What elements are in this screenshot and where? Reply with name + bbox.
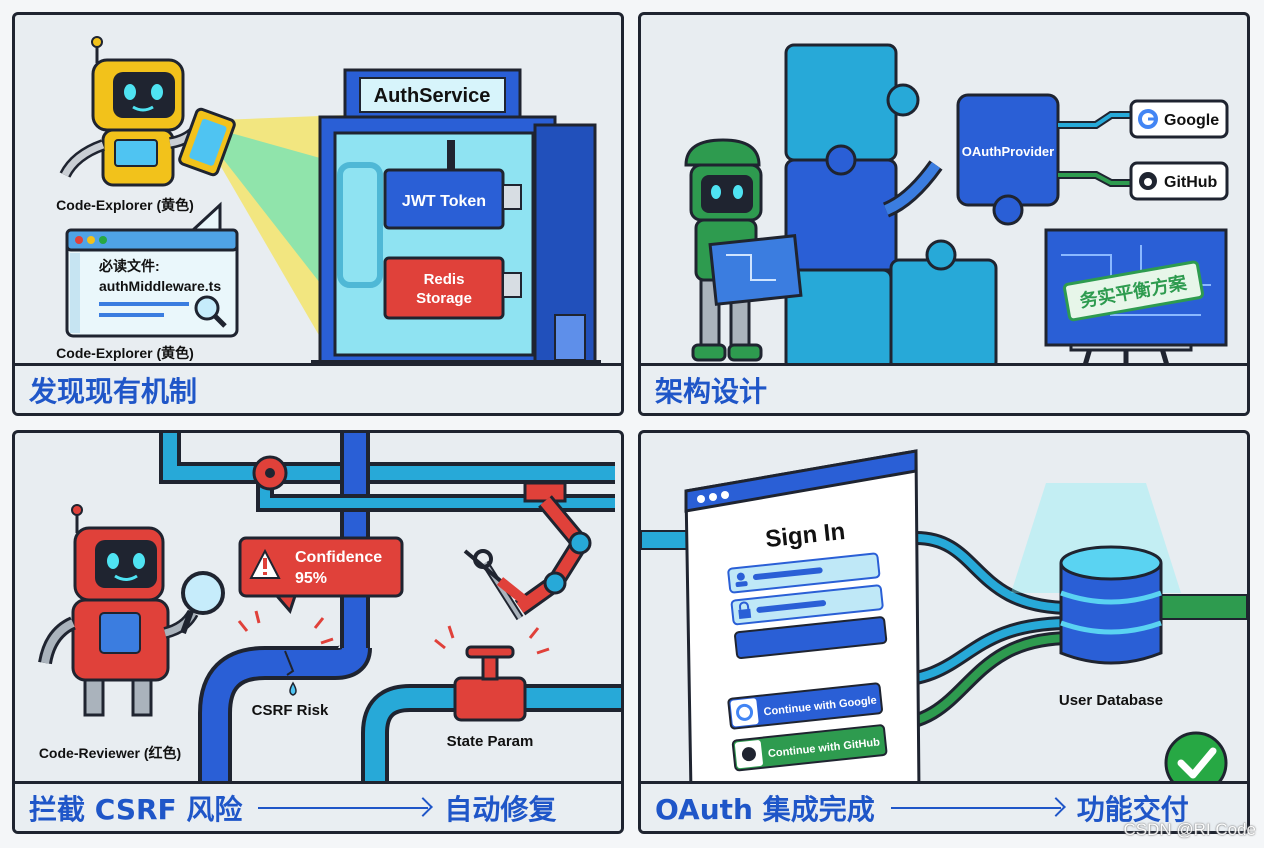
design-illustration: OAuthProvider Google GitHub xyxy=(684,43,1229,413)
service-title: AuthService xyxy=(374,85,491,107)
oauth-provider-label: OAuthProvider xyxy=(962,144,1054,159)
reviewer-label: Code-Reviewer (红色) xyxy=(39,745,181,761)
continue-github-button[interactable] xyxy=(731,724,888,772)
db-label: User Database xyxy=(1059,692,1163,709)
csrf-risk-label: CSRF Risk xyxy=(252,702,329,719)
explorer-label-bottom: Code-Explorer (黄色) xyxy=(56,345,194,361)
github-icon xyxy=(741,747,756,762)
caption-discover: 发现现有机制 xyxy=(29,374,198,408)
caption-bar-design: 架构设计 xyxy=(641,363,1247,413)
lock-icon xyxy=(738,601,752,620)
discover-illustration: AuthService JWT Token Redis Storage xyxy=(56,36,601,380)
warning-icon xyxy=(249,548,281,579)
magnifier-icon xyxy=(180,571,225,635)
github-label: GitHub xyxy=(1164,174,1218,191)
redis-storage-box xyxy=(383,256,505,320)
magnifier-icon xyxy=(194,295,227,328)
panel-deliver: Sign In Continue with Google Continue wi… xyxy=(638,430,1250,834)
user-icon xyxy=(735,572,748,587)
explorer-label-top: Code-Explorer (黄色) xyxy=(56,197,194,213)
google-icon xyxy=(736,703,754,721)
doc-window: 必读文件: authMiddleware.ts xyxy=(65,201,239,338)
robotic-arm xyxy=(514,481,592,616)
caption-intercept-left: 拦截 CSRF 风险 xyxy=(29,792,243,826)
robot-designer-icon xyxy=(684,138,803,362)
arrow-icon xyxy=(890,806,1061,809)
caption-intercept-right: 自动修复 xyxy=(444,792,557,826)
doc-line2: authMiddleware.ts xyxy=(99,278,221,294)
panel-design: OAuthProvider Google GitHub xyxy=(638,12,1250,416)
database-icon xyxy=(1059,545,1163,665)
confidence-line1: Confidence xyxy=(295,549,382,566)
github-icon xyxy=(1139,172,1157,190)
arrow-icon xyxy=(258,806,429,809)
robot-explorer-icon xyxy=(59,36,205,187)
redis-label-line2: Storage xyxy=(416,290,472,307)
screwdriver-icon xyxy=(463,549,534,609)
panel-discover: AuthService JWT Token Redis Storage xyxy=(12,12,624,416)
continue-google-button[interactable] xyxy=(727,682,883,730)
redis-label-line1: Redis xyxy=(424,271,465,288)
google-icon xyxy=(1138,109,1158,129)
confidence-bubble: Confidence 95% xyxy=(238,536,404,614)
tablet-scanner-icon xyxy=(178,107,236,177)
deliver-illustration: Sign In Continue with Google Continue wi… xyxy=(641,449,1247,795)
valve-icon xyxy=(252,455,288,491)
caption-design: 架构设计 xyxy=(655,374,768,408)
robot-reviewer-icon xyxy=(38,504,199,717)
google-badge xyxy=(1129,99,1229,139)
jwt-token-label: JWT Token xyxy=(402,193,486,210)
caption-bar-deliver: OAuth 集成完成 功能交付 xyxy=(641,781,1247,831)
intercept-illustration: CSRF Risk Confidence 95% State Param xyxy=(38,433,621,831)
caption-deliver-right: 功能交付 xyxy=(1076,792,1189,826)
stamp-box xyxy=(1063,260,1204,322)
service-title-plate xyxy=(359,77,506,113)
puzzle-icon xyxy=(784,43,998,372)
confidence-line2: 95% xyxy=(295,570,327,587)
signin-submit-button[interactable] xyxy=(734,616,888,660)
caption-bar-discover: 发现现有机制 xyxy=(15,363,621,413)
github-badge xyxy=(1129,161,1229,201)
doc-line1: 必读文件: xyxy=(98,258,160,274)
caption-bar-intercept: 拦截 CSRF 风险 自动修复 xyxy=(15,781,621,831)
panel-intercept: CSRF Risk Confidence 95% State Param xyxy=(12,430,624,834)
caption-deliver-left: OAuth 集成完成 xyxy=(655,792,875,826)
state-param-valve-icon xyxy=(453,645,527,722)
state-param-label: State Param xyxy=(447,733,534,750)
watermark: CSDN @RI Code xyxy=(1123,820,1256,839)
google-label: Google xyxy=(1164,112,1219,129)
